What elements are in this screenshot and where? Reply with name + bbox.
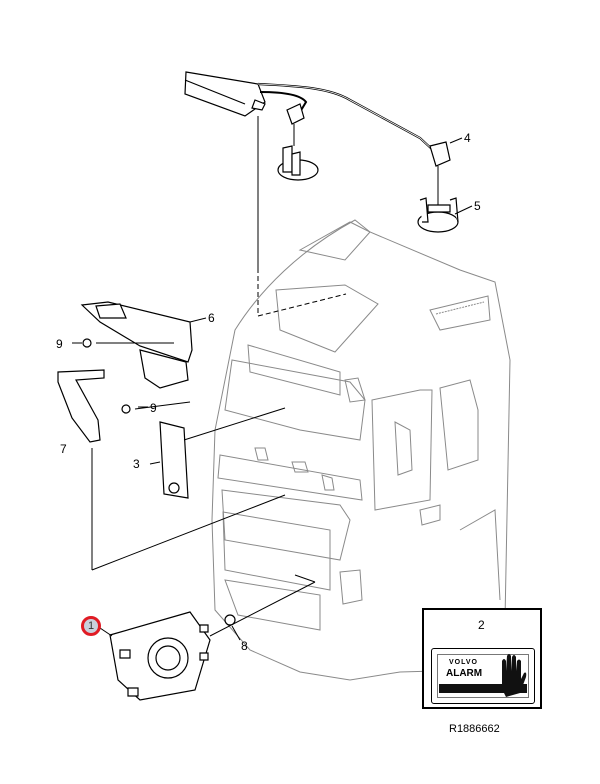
callout-6[interactable]: 6 xyxy=(208,311,215,325)
roof-module xyxy=(184,71,459,233)
leader-lines xyxy=(72,137,479,649)
callout-9-lower[interactable]: 9 xyxy=(150,401,157,415)
callout-3[interactable]: 3 xyxy=(133,457,140,471)
callout-2[interactable]: 2 xyxy=(478,618,485,632)
callout-7[interactable]: 7 xyxy=(60,442,67,456)
bracket-assembly xyxy=(57,301,236,701)
callout-8[interactable]: 8 xyxy=(241,639,248,653)
decal-brand: VOLVO xyxy=(449,659,478,666)
callout-9-upper[interactable]: 9 xyxy=(56,337,63,351)
decal-bar xyxy=(439,684,527,693)
callout-1-selected[interactable]: 1 xyxy=(81,616,101,636)
alarm-decal-panel: 2 VOLVO ALARM xyxy=(422,608,542,709)
decal-inner: VOLVO ALARM xyxy=(437,654,529,698)
alarm-decal: VOLVO ALARM xyxy=(431,648,535,704)
truck-cab xyxy=(211,219,511,681)
callout-5[interactable]: 5 xyxy=(474,199,481,213)
decal-title: ALARM xyxy=(446,668,483,679)
reference-code: R1886662 xyxy=(449,723,500,735)
hand-stop-icon xyxy=(502,654,527,697)
callout-4[interactable]: 4 xyxy=(464,131,471,145)
